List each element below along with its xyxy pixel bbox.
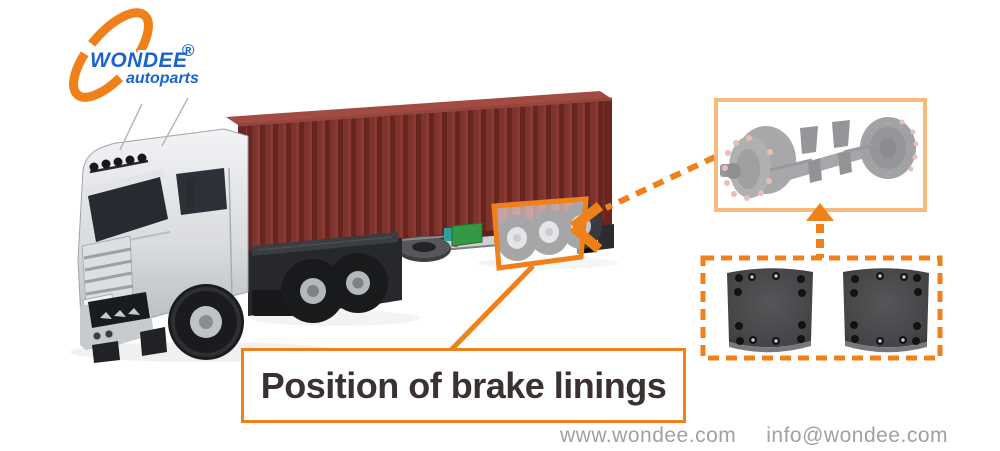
up-arrowhead-icon <box>806 203 834 221</box>
logo-brand-text: WONDEE <box>90 49 188 72</box>
label-connector-line <box>449 264 535 352</box>
brake-lining-right <box>843 268 929 353</box>
axle-callout-arrow <box>569 154 717 253</box>
roof-lights <box>89 153 149 174</box>
mudflap-right <box>140 327 167 356</box>
brake-linings-label-box: Position of brake linings <box>241 348 686 423</box>
email-text: info@wondee.com <box>766 424 948 447</box>
rear-underrun <box>598 224 614 250</box>
brake-linings-box <box>700 255 943 361</box>
brake-position-highlight-box <box>491 196 589 271</box>
windshield <box>88 177 168 242</box>
brake-linings-label-text: Position of brake linings <box>260 364 667 406</box>
toolbox <box>444 222 483 247</box>
arrowhead-icon <box>569 202 604 253</box>
contact-footer: www.wondee.com info@wondee.com <box>560 424 948 448</box>
logo-registered-mark: ® <box>182 41 195 60</box>
tractor-rear-wheels <box>281 253 388 323</box>
tractor-front-wheel <box>168 284 244 360</box>
mudflap-left <box>92 341 120 363</box>
antennas <box>119 97 189 151</box>
website-text: www.wondee.com <box>560 424 737 447</box>
wondee-logo: WONDEE ® autoparts <box>69 8 201 102</box>
axle-detail-box <box>714 98 927 212</box>
spare-tire <box>397 235 451 262</box>
axle-graphic <box>720 117 919 201</box>
sun-visor <box>85 169 165 197</box>
linings-to-axle-arrow <box>806 203 834 258</box>
brake-lining-left <box>727 268 813 353</box>
logo-swoosh-icon <box>69 8 153 102</box>
side-mirror <box>186 178 195 208</box>
side-window <box>176 168 227 215</box>
bull-bar <box>88 292 150 328</box>
logo-subtitle-text: autoparts <box>126 70 199 87</box>
